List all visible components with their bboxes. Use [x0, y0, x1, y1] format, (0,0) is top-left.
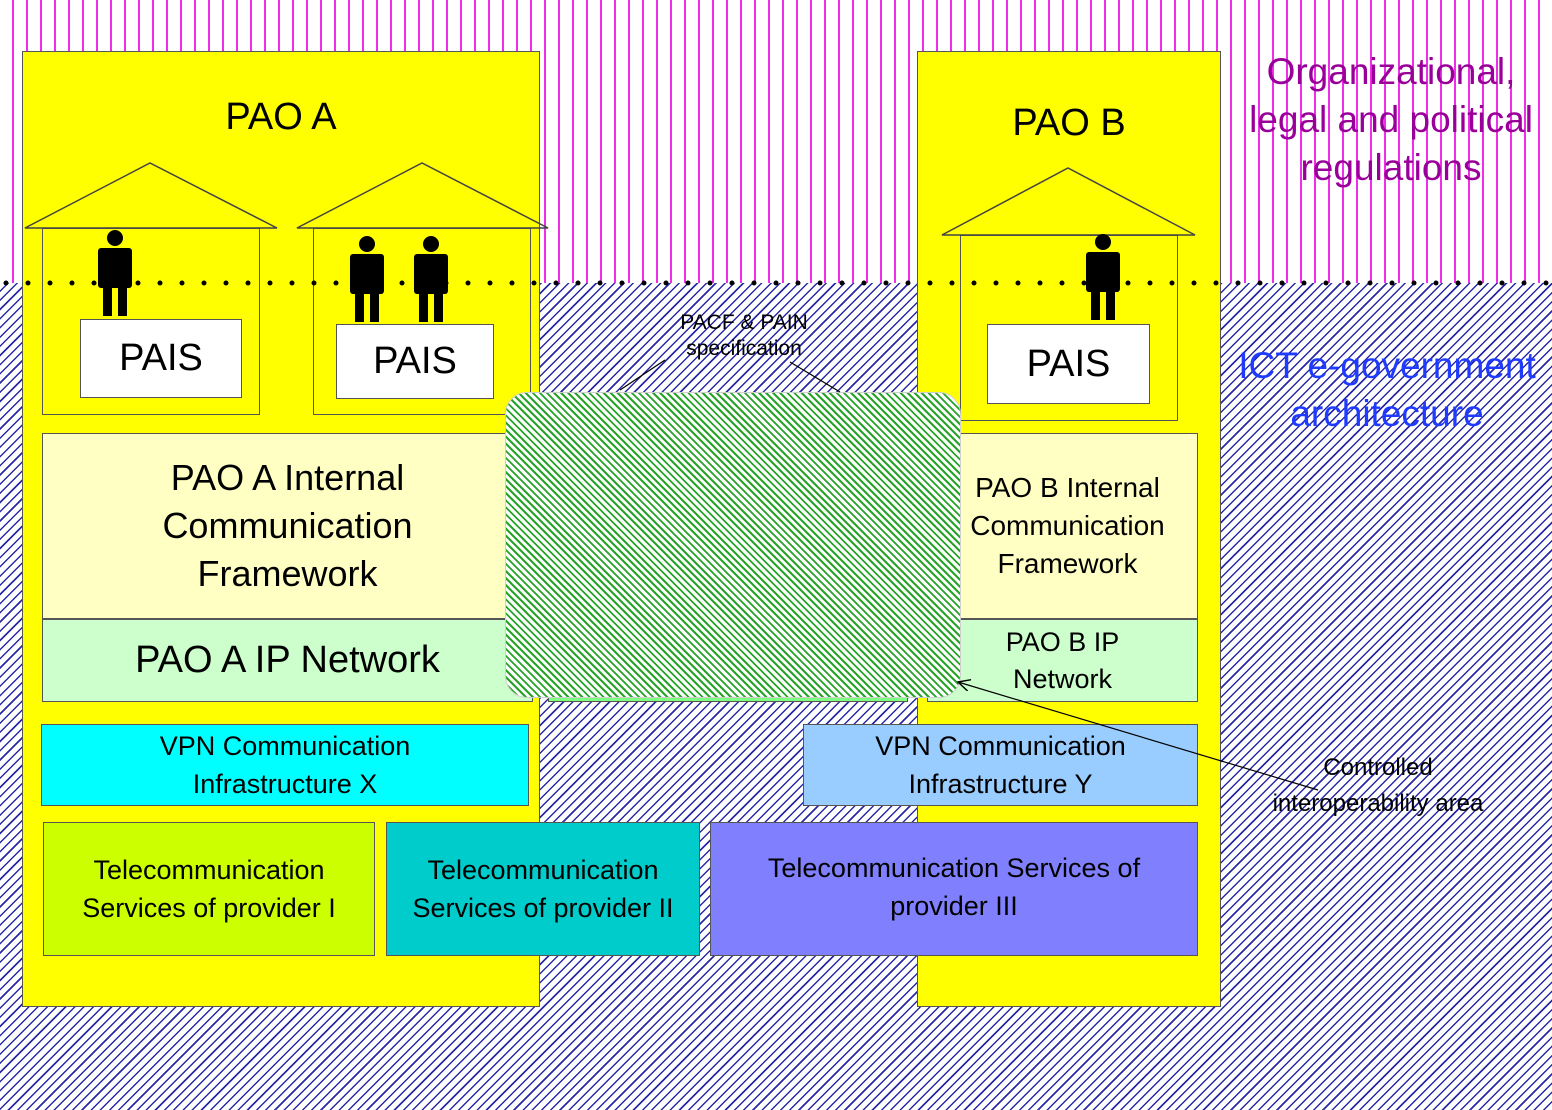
- vpn-infrastructure-x: VPN Communication Infrastructure X: [41, 724, 529, 806]
- telecom-provider-2: Telecommunication Services of provider I…: [386, 822, 700, 956]
- pais-box-a-left: PAIS: [80, 319, 242, 398]
- person-icon: [350, 236, 384, 322]
- person-icon: [98, 230, 132, 316]
- person-icon: [414, 236, 448, 322]
- pao-b-ip-network: PAO B IP Network: [927, 619, 1198, 702]
- spec-leader-right: [789, 361, 841, 393]
- pao-b-internal-framework: PAO B Internal Communication Framework: [927, 433, 1198, 619]
- roof-middle: [296, 162, 549, 229]
- pais-box-a-right: PAIS: [336, 324, 494, 399]
- person-icon: [1086, 234, 1120, 320]
- roof-right: [941, 167, 1196, 236]
- pao-a-internal-framework: PAO A Internal Communication Framework: [42, 433, 533, 619]
- spec-annotation: PACF & PAIN specification: [680, 311, 808, 360]
- vpn-infrastructure-y: VPN Communication Infrastructure Y: [803, 724, 1198, 806]
- telecom-provider-1: Telecommunication Services of provider I: [43, 822, 375, 956]
- spec-leader-left: [619, 359, 666, 391]
- roof-left: [24, 162, 278, 229]
- controlled-area-arrow: [958, 682, 1319, 791]
- pao-b-title: PAO B: [1012, 101, 1126, 144]
- controlled-interoperability-area: [505, 392, 961, 698]
- telecom-provider-3: Telecommunication Services of provider I…: [710, 822, 1198, 956]
- pao-a-ip-network: PAO A IP Network: [42, 619, 533, 702]
- controlled-area-annotation: Controlled interoperability area: [1272, 754, 1484, 817]
- pais-box-b: PAIS: [987, 324, 1150, 404]
- ict-architecture-label: ICT e-government architecture: [1238, 345, 1536, 434]
- pao-a-title: PAO A: [225, 95, 337, 138]
- regulation-label: Organizational, legal and political regu…: [1249, 51, 1533, 188]
